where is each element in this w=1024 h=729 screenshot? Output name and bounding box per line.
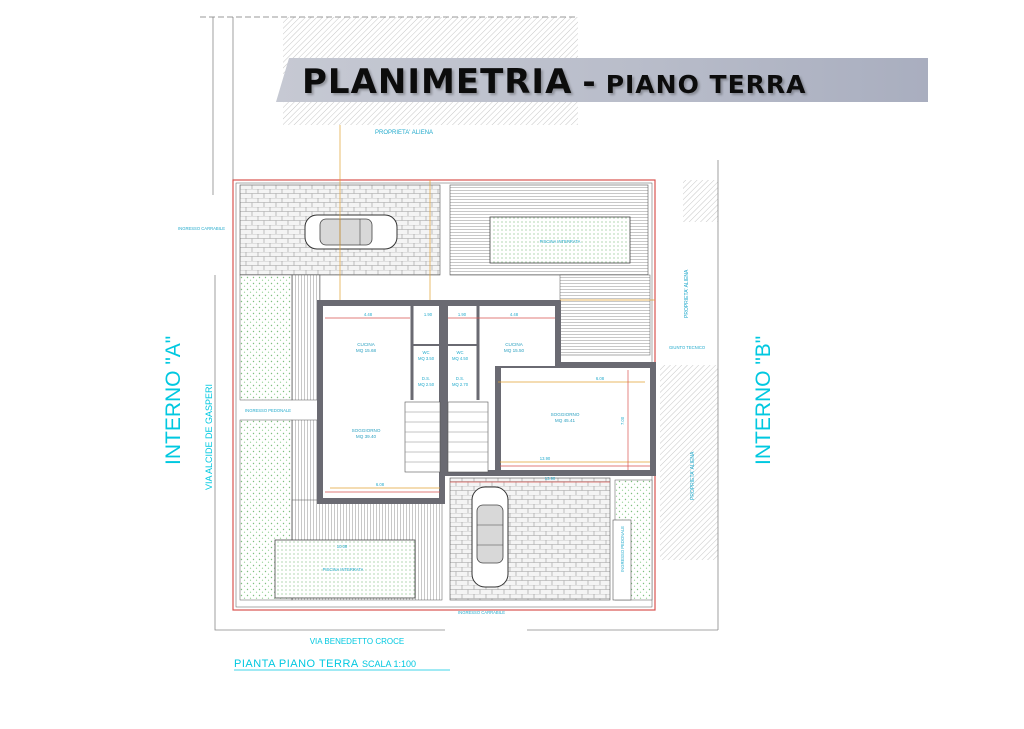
stairs-right [447,401,489,473]
dim-label: 6.08 [596,376,605,381]
car-bottom-icon [471,486,509,588]
dim-label: 1.90 [458,312,467,317]
room-b-ds: D.S. [456,376,464,381]
unit-a-label: INTERNO "A" [162,336,185,465]
dim-label: 13.90 [540,456,551,461]
title-main: PLANIMETRIA [302,62,573,102]
stairs-left [404,401,441,473]
pool-top-label: PISCINA INTERRATA [540,239,581,244]
pool-top [489,216,631,264]
ped-entry-right-path [612,519,632,601]
car-top-icon [304,214,398,250]
construction-lines [330,125,655,489]
drive-entry-top-label: INGRESSO CARRABILE [178,226,225,231]
dim-label: 4.48 [364,312,373,317]
street-left-label: VIA ALCIDE DE GASPERI [204,384,214,490]
dim-label: 13.90 [545,476,556,481]
title-sub: PIANO TERRA [605,70,807,99]
paving-left-upper [291,274,321,401]
neighbour-hatch [683,180,718,222]
dimension-lines [325,317,650,493]
dim-label: 1.90 [424,312,433,317]
pool-bottom-label: PISCINA INTERRATA [323,567,364,572]
unit-b-label: INTERNO "B" [752,336,775,465]
room-a-living-area: MQ 39.40 [356,434,377,439]
room-b-living-area: MQ 45.41 [555,418,576,423]
neighbour-hatch [660,365,718,560]
ped-entry-label: INGRESSO PEDONALE [245,408,291,413]
street-bottom-label: VIA BENEDETTO CROCE [310,637,405,646]
footer-caption: PIANTA PIANO TERRA [234,658,359,670]
building-walls [317,300,656,504]
room-a-ds: D.S. [422,376,430,381]
room-a-kitchen: CUCINA [357,342,376,347]
dim-label: 4.48 [510,312,519,317]
page-title: PLANIMETRIA-PIANO TERRA [302,60,807,102]
room-b-ds-area: MQ 2.70 [452,382,469,387]
right-property-label-2: PROPRIETA' ALIENA [690,451,696,500]
room-b-kitchen-area: MQ 15.50 [504,348,525,353]
garden-left-upper [239,274,293,401]
dim-label: 10.00 [337,544,348,549]
room-a-living: SOGGIORNO [352,428,381,433]
room-a-kitchen-area: MQ 15.68 [356,348,377,353]
ped-entry-right-label: INGRESSO PEDONALE [620,526,625,572]
paving-right-upper [559,274,651,356]
drive-entry-bottom-label: INGRESSO CARRABILE [458,610,505,615]
curb-line-left [214,275,445,631]
dim-label: 6.08 [376,482,385,487]
dimension-labels: 4.48 1.90 1.90 4.48 6.08 6.08 13.90 13.9… [337,312,625,549]
room-a-wc: WC [423,350,430,355]
room-a-wc-area: MQ 3.50 [418,356,435,361]
room-a-ds-area: MQ 2.50 [418,382,435,387]
title-banner [276,58,928,102]
pool-bottom [274,539,416,599]
room-b-wc: WC [457,350,464,355]
footer-scale: SCALA 1:100 [362,659,416,669]
room-b-kitchen: CUCINA [505,342,524,347]
dim-label: 7.00 [620,416,625,425]
room-b-living: SOGGIORNO [551,412,580,417]
title-separator: - [582,63,596,101]
room-b-wc-area: MQ 4.50 [452,356,469,361]
right-property-label-1: PROPRIETA' ALIENA [684,269,690,318]
top-property-label: PROPRIETA' ALIENA [375,130,433,136]
note-right-label: GIUNTO TECNICO [669,345,706,350]
